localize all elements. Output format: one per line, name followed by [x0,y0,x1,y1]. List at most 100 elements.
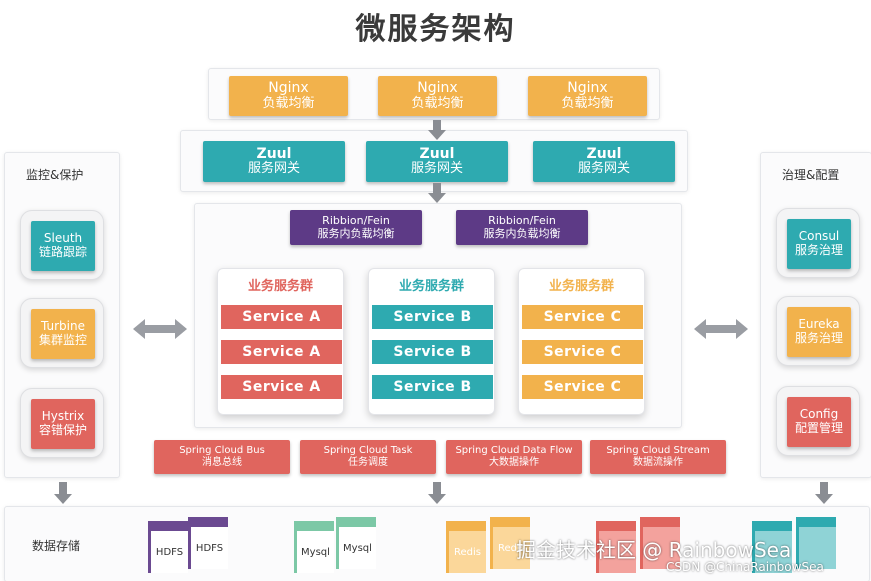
hystrix-box: Hystrix 容错保护 [31,399,95,449]
governance-card-consul: Consul 服务治理 [776,208,860,278]
storage-label-text: Mysql [294,531,334,573]
cloud-desc: 消息总线 [202,457,242,468]
arrow-down-icon [428,183,446,203]
config-box: Config 配置管理 [787,397,851,447]
service-cluster-c: 业务服务群 Service C Service C Service C [518,268,645,415]
monitor-card-hystrix: Hystrix 容错保护 [20,388,104,458]
spring-cloud-task: Spring Cloud Task 任务调度 [300,440,436,474]
zuul-desc: 服务网关 [247,161,300,177]
zuul-box-3: Zuul 服务网关 [533,141,675,182]
storage-cube-icon [796,517,836,569]
nginx-desc: 负载均衡 [411,95,464,111]
monitor-label: 监控&保护 [26,168,84,182]
ribbon-desc: 服务内负载均衡 [483,226,561,240]
storage-label-text: Mysql [336,527,376,569]
nginx-desc: 负载均衡 [561,95,614,111]
config-desc: 配置管理 [794,421,843,435]
service-a-1: Service A [221,305,342,329]
hystrix-desc: 容错保护 [38,423,87,437]
service-a-2: Service A [221,340,342,364]
cloud-desc: 大数据操作 [489,457,539,468]
config-name: Config [799,407,839,422]
ribbon-desc: 服务内负载均衡 [317,226,395,240]
storage-cube-icon: Redis [446,521,486,573]
nginx-box-3: Nginx 负载均衡 [528,76,647,116]
turbine-desc: 集群监控 [38,333,87,347]
storage-label-text: Redis [490,527,530,569]
zuul-desc: 服务网关 [577,161,630,177]
consul-box: Consul 服务治理 [787,219,851,269]
service-cluster-a: 业务服务群 Service A Service A Service A [217,268,344,415]
sleuth-name: Sleuth [43,231,83,246]
storage-label-text: HDFS [148,531,188,573]
monitor-card-sleuth: Sleuth 链路跟踪 [20,210,104,280]
arrow-down-icon [54,482,72,504]
cluster-title: 业务服务群 [398,279,464,294]
zuul-box-2: Zuul 服务网关 [366,141,508,182]
service-b-2: Service B [372,340,493,364]
sleuth-box: Sleuth 链路跟踪 [31,221,95,271]
nginx-box-1: Nginx 负载均衡 [229,76,348,116]
cloud-name: Spring Cloud Task [323,445,413,456]
spring-cloud-bus: Spring Cloud Bus 消息总线 [154,440,290,474]
nginx-desc: 负载均衡 [262,95,315,111]
storage-cube-icon [596,521,636,573]
monitor-card-turbine: Turbine 集群监控 [20,298,104,368]
governance-card-eureka: Eureka 服务治理 [776,296,860,366]
service-b-1: Service B [372,305,493,329]
nginx-box-2: Nginx 负载均衡 [378,76,497,116]
eureka-name: Eureka [798,317,840,332]
watermark-main: 掘金技术社区 @ RainbowSea [516,538,792,562]
cloud-name: Spring Cloud Stream [606,445,710,456]
turbine-name: Turbine [41,319,85,334]
ribbon-box-2: Ribbion/Fein 服务内负载均衡 [456,210,588,245]
nginx-name: Nginx [268,80,309,97]
hystrix-name: Hystrix [41,409,85,424]
zuul-name: Zuul [419,145,455,162]
service-c-1: Service C [522,305,643,329]
storage-cube-icon: Mysql [336,517,376,569]
storage-cube-icon [640,517,680,569]
storage-cube-icon: Mysql [294,521,334,573]
service-b-3: Service B [372,375,493,399]
service-cluster-b: 业务服务群 Service B Service B Service B [368,268,495,415]
cluster-title: 业务服务群 [548,279,614,294]
cloud-desc: 任务调度 [348,457,388,468]
zuul-name: Zuul [586,145,622,162]
ribbon-name: Ribbion/Fein [488,213,556,227]
service-c-3: Service C [522,375,643,399]
sleuth-desc: 链路跟踪 [38,245,87,259]
storage-label: 数据存储 [32,539,81,553]
spring-cloud-stream: Spring Cloud Stream 数据流操作 [590,440,726,474]
turbine-box: Turbine 集群监控 [31,309,95,359]
storage-cube-icon [752,521,792,573]
zuul-name: Zuul [256,145,292,162]
spring-cloud-data-flow: Spring Cloud Data Flow 大数据操作 [446,440,582,474]
arrow-down-icon [428,482,446,504]
double-arrow-icon [694,319,748,339]
eureka-box: Eureka 服务治理 [787,307,851,357]
cloud-name: Spring Cloud Data Flow [455,445,573,456]
cluster-title: 业务服务群 [247,279,313,294]
ribbon-box-1: Ribbion/Fein 服务内负载均衡 [290,210,422,245]
watermark-csdn: CSDN @ChinaRainbowSea [666,560,824,574]
zuul-box-1: Zuul 服务网关 [203,141,345,182]
storage-cube-icon: Redis [490,517,530,569]
double-arrow-icon [133,319,187,339]
arrow-down-icon [428,120,446,140]
cloud-desc: 数据流操作 [633,457,683,468]
cloud-name: Spring Cloud Bus [179,445,265,456]
storage-cube-icon: HDFS [188,517,228,569]
nginx-name: Nginx [417,80,458,97]
storage-cube-icon: HDFS [148,521,188,573]
storage-label-text: Redis [446,531,486,573]
nginx-name: Nginx [567,80,608,97]
governance-label: 治理&配置 [782,168,840,182]
zuul-desc: 服务网关 [410,161,463,177]
eureka-desc: 服务治理 [794,331,843,345]
arrow-down-icon [815,482,833,504]
service-c-2: Service C [522,340,643,364]
diagram-title: 微服务架构 [355,12,516,47]
consul-name: Consul [798,229,840,244]
service-a-3: Service A [221,375,342,399]
